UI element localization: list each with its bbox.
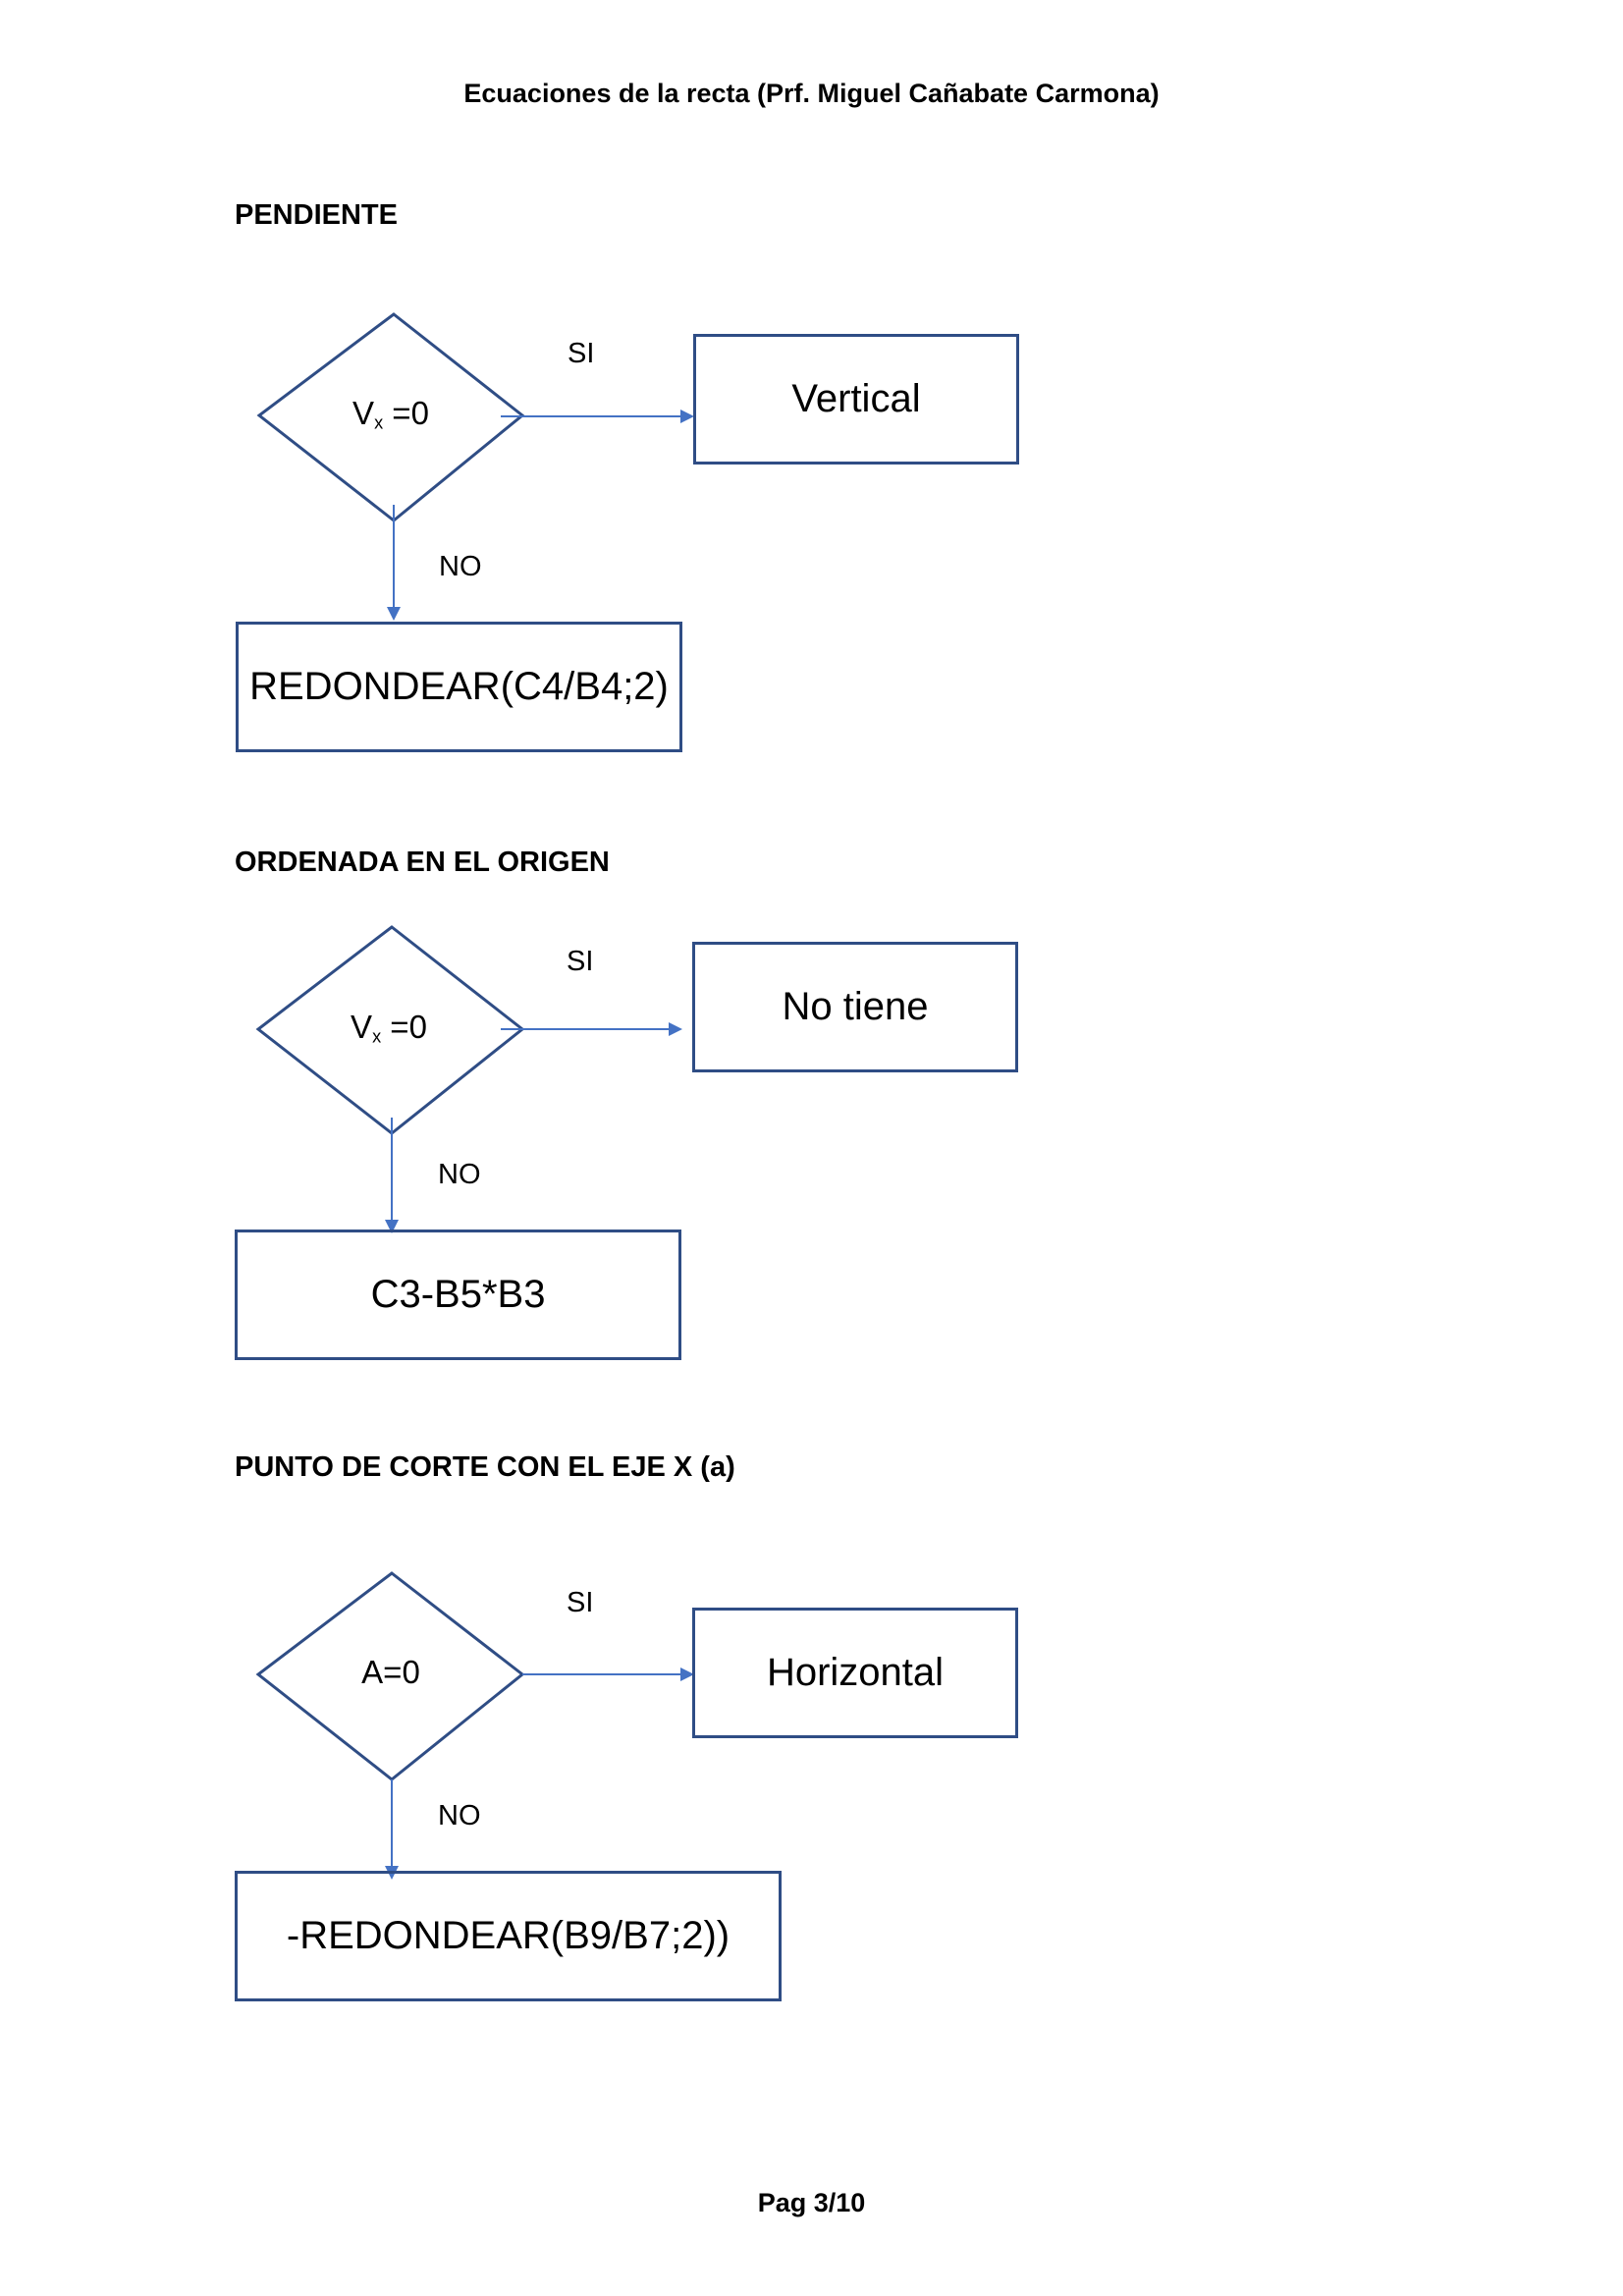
yes-branch-label: SI — [567, 1587, 594, 1618]
flowchart-connectors — [255, 925, 682, 1233]
flowchart-corte-eje-x: A=0 SI NO Horizontal -REDONDEAR(B9/B7;2)… — [0, 1571, 1623, 2121]
flowchart-connectors — [256, 312, 694, 621]
yes-arrowhead — [680, 410, 694, 423]
no-arrowhead — [385, 1220, 399, 1233]
no-result-box: -REDONDEAR(B9/B7;2)) — [235, 1871, 782, 2001]
decision-label: A=0 — [361, 1654, 420, 1690]
section-title-pendiente: PENDIENTE — [235, 199, 398, 231]
decision-label: Vx =0 — [352, 395, 429, 433]
flowchart-ordenada: Vx =0 SI NO No tiene C3-B5*B3 — [0, 925, 1623, 1475]
section-title-corte-eje-x: PUNTO DE CORTE CON EL EJE X (a) — [235, 1451, 735, 1483]
page-header: Ecuaciones de la recta (Prf. Miguel Caña… — [463, 79, 1160, 108]
yes-result-box: No tiene — [692, 942, 1018, 1072]
yes-branch-label: SI — [567, 946, 594, 977]
no-result-box: REDONDEAR(C4/B4;2) — [236, 622, 682, 752]
yes-result-box: Vertical — [693, 334, 1019, 465]
no-branch-label: NO — [439, 551, 482, 582]
flowchart-connectors — [255, 1571, 694, 1880]
section-title-ordenada: ORDENADA EN EL ORIGEN — [235, 847, 610, 878]
flowchart-pendiente: Vx =0 SI NO Vertical REDONDEAR(C4/B4;2) — [0, 312, 1623, 862]
no-branch-label: NO — [438, 1159, 481, 1190]
yes-result-box: Horizontal — [692, 1608, 1018, 1738]
no-result-box: C3-B5*B3 — [235, 1230, 681, 1360]
yes-branch-label: SI — [568, 338, 595, 369]
decision-label: Vx =0 — [351, 1009, 427, 1047]
page-footer: Pag 3/10 — [757, 2188, 866, 2217]
yes-arrowhead — [680, 1667, 694, 1681]
no-branch-label: NO — [438, 1800, 481, 1831]
no-arrowhead — [387, 607, 401, 621]
yes-arrowhead — [669, 1022, 682, 1036]
